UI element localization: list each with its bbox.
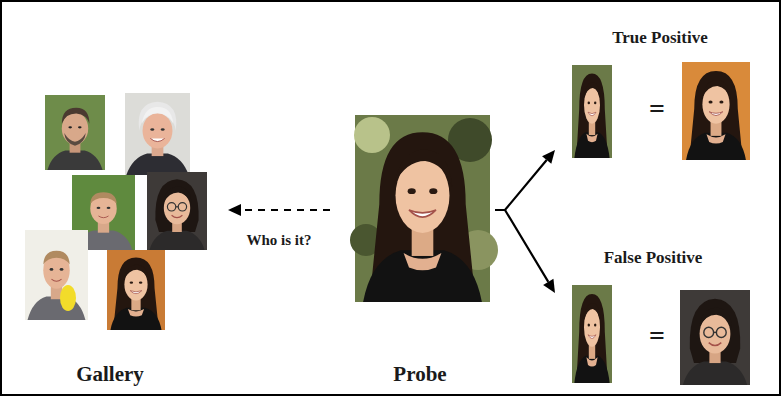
result-group: True Positive = bbox=[555, 25, 760, 165]
group-title: Gallery bbox=[76, 362, 144, 386]
result-title: False Positive bbox=[604, 248, 703, 268]
arrowhead bbox=[543, 279, 555, 293]
probe-photo bbox=[350, 115, 498, 302]
gallery-group: Gallery bbox=[20, 88, 228, 392]
gallery-photo bbox=[147, 172, 207, 250]
gallery-photo bbox=[45, 95, 105, 170]
arrowhead bbox=[228, 204, 241, 216]
arrowhead bbox=[542, 150, 555, 164]
equals-sign: = bbox=[649, 320, 665, 352]
result-title: True Positive bbox=[612, 28, 708, 48]
gallery-photo bbox=[107, 250, 165, 330]
connector bbox=[241, 209, 330, 211]
gallery-photo bbox=[125, 93, 190, 175]
connector bbox=[495, 160, 547, 210]
connector bbox=[495, 210, 548, 282]
gallery-photo bbox=[25, 230, 88, 320]
group-title: Probe bbox=[393, 362, 446, 386]
edge-label: Who is it? bbox=[244, 232, 313, 249]
probe-photo-small bbox=[572, 65, 612, 158]
match-photo bbox=[682, 62, 750, 160]
result-group: False Positive = bbox=[555, 245, 760, 393]
probe-group: Probe bbox=[330, 110, 495, 392]
probe-photo-small bbox=[572, 285, 612, 383]
mismatch-photo bbox=[680, 290, 750, 385]
equals-sign: = bbox=[649, 93, 665, 125]
